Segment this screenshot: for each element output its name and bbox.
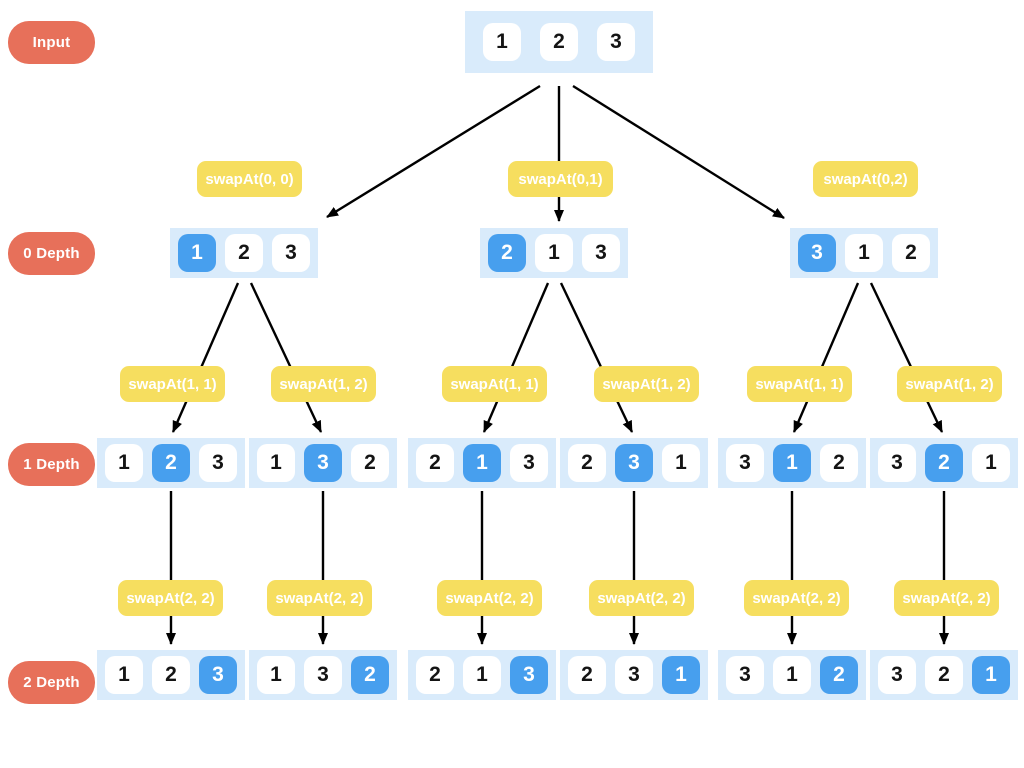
arrow-group (166, 84, 949, 645)
array-cell: 1 (463, 656, 501, 694)
array-cell-highlighted: 1 (178, 234, 216, 272)
array-cell: 1 (257, 656, 295, 694)
array-cell: 2 (925, 656, 963, 694)
depth-1-badge: 1 Depth (8, 443, 95, 486)
swap-label: swapAt(1, 1) (747, 366, 852, 402)
swap-label: swapAt(1, 2) (897, 366, 1002, 402)
array-cell: 3 (878, 444, 916, 482)
array-node: 3 2 1 (870, 650, 1018, 700)
swap-label: swapAt(2, 2) (589, 580, 694, 616)
array-cell: 2 (540, 23, 578, 61)
input-badge: Input (8, 21, 95, 64)
arrow-d0-2-to-d1-5 (869, 282, 944, 433)
swap-label: swapAt(2, 2) (118, 580, 223, 616)
array-cell: 2 (820, 444, 858, 482)
arrow-d0-1-to-d1-2 (482, 282, 550, 433)
array-cell: 2 (568, 444, 606, 482)
array-cell: 3 (582, 234, 620, 272)
array-cell-highlighted: 3 (304, 444, 342, 482)
array-cell-highlighted: 3 (199, 656, 237, 694)
swap-label: swapAt(2, 2) (894, 580, 999, 616)
array-node: 3 1 2 (790, 228, 938, 278)
root-array-node: 1 2 3 (465, 11, 653, 73)
swap-label: swapAt(1, 1) (442, 366, 547, 402)
array-cell: 1 (257, 444, 295, 482)
array-cell: 2 (225, 234, 263, 272)
array-cell: 2 (416, 656, 454, 694)
swap-label: swapAt(1, 2) (594, 366, 699, 402)
array-cell: 1 (105, 656, 143, 694)
array-cell: 2 (416, 444, 454, 482)
array-cell: 1 (662, 444, 700, 482)
array-cell-highlighted: 1 (773, 444, 811, 482)
swap-label: swapAt(1, 2) (271, 366, 376, 402)
array-cell: 2 (568, 656, 606, 694)
array-cell: 2 (152, 656, 190, 694)
swap-label: swapAt(2, 2) (267, 580, 372, 616)
swap-label: swapAt(0,2) (813, 161, 918, 197)
array-cell-highlighted: 1 (972, 656, 1010, 694)
array-node: 1 2 3 (170, 228, 318, 278)
array-cell-highlighted: 1 (662, 656, 700, 694)
swap-label: swapAt(2, 2) (437, 580, 542, 616)
array-cell-highlighted: 2 (820, 656, 858, 694)
array-cell: 2 (892, 234, 930, 272)
depth-0-badge: 0 Depth (8, 232, 95, 275)
array-cell: 3 (510, 444, 548, 482)
arrow-d0-1-to-d1-3 (559, 282, 634, 433)
swap-label: swapAt(0, 0) (197, 161, 302, 197)
array-cell: 1 (105, 444, 143, 482)
array-node: 3 1 2 (718, 650, 866, 700)
array-cell-highlighted: 2 (488, 234, 526, 272)
array-cell: 3 (272, 234, 310, 272)
array-cell: 3 (304, 656, 342, 694)
array-cell-highlighted: 3 (798, 234, 836, 272)
array-cell-highlighted: 3 (615, 444, 653, 482)
depth-2-badge: 2 Depth (8, 661, 95, 704)
array-node: 1 3 2 (249, 438, 397, 488)
swap-label: swapAt(0,1) (508, 161, 613, 197)
array-cell: 3 (726, 656, 764, 694)
array-cell: 3 (615, 656, 653, 694)
array-node: 3 2 1 (870, 438, 1018, 488)
arrow-root-to-d0-0 (326, 84, 541, 219)
array-cell: 1 (773, 656, 811, 694)
array-node: 1 2 3 (97, 438, 245, 488)
array-node: 1 2 3 (97, 650, 245, 700)
array-cell: 3 (597, 23, 635, 61)
array-cell: 2 (351, 444, 389, 482)
array-node: 2 1 3 (408, 438, 556, 488)
arrow-d0-2-to-d1-4 (792, 282, 860, 433)
array-cell: 1 (483, 23, 521, 61)
arrow-d0-0-to-d1-0 (171, 282, 240, 433)
array-node: 1 3 2 (249, 650, 397, 700)
swap-label: swapAt(2, 2) (744, 580, 849, 616)
array-node: 3 1 2 (718, 438, 866, 488)
array-node: 2 1 3 (480, 228, 628, 278)
array-cell: 1 (972, 444, 1010, 482)
array-node: 2 3 1 (560, 650, 708, 700)
arrow-d0-0-to-d1-1 (249, 282, 323, 433)
array-cell: 3 (878, 656, 916, 694)
array-cell-highlighted: 1 (463, 444, 501, 482)
array-cell: 1 (535, 234, 573, 272)
array-cell: 3 (199, 444, 237, 482)
array-cell-highlighted: 2 (152, 444, 190, 482)
array-cell-highlighted: 2 (925, 444, 963, 482)
array-node: 2 1 3 (408, 650, 556, 700)
swap-label: swapAt(1, 1) (120, 366, 225, 402)
array-node: 2 3 1 (560, 438, 708, 488)
array-cell: 3 (726, 444, 764, 482)
array-cell: 1 (845, 234, 883, 272)
arrow-root-to-d0-2 (572, 84, 785, 220)
array-cell-highlighted: 2 (351, 656, 389, 694)
array-cell-highlighted: 3 (510, 656, 548, 694)
